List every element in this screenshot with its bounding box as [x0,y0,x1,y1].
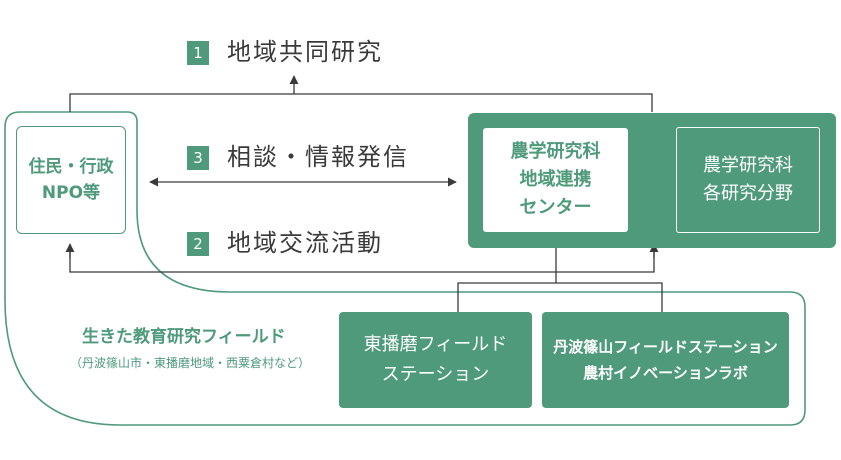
station1-line1: 東播磨フィールド [363,334,508,355]
flow-three-number: 3 [187,146,209,170]
field-area-subtitle: （丹波篠山市・東播磨地域・西粟倉村など） [70,356,311,370]
flow-one-label: 地域共同研究 [227,38,383,66]
flow-three-label: 相談・情報発信 [227,143,409,171]
station2-line2: 農村イノベーションラボ [583,364,748,382]
flow-one-bracket [69,93,653,112]
station1-line2: ステーション [381,364,490,385]
fields-line1: 農学研究科 [703,155,793,176]
residents-line1: 住民・行政 [28,157,114,177]
center-line1: 農学研究科 [510,141,601,162]
fields-line2: 各研究分野 [703,183,793,204]
residents-box: 住民・行政 NPO等 [16,126,126,234]
flow-one-number: 1 [187,41,209,65]
flow-two-number: 2 [187,232,209,256]
collaboration-center-box: 農学研究科 地域連携 センター [483,128,628,232]
flow-two-label: 地域交流活動 [227,229,383,257]
station2-line1: 丹波篠山フィールドステーション [553,338,778,356]
station-tambasasayama: 丹波篠山フィールドステーション 農村イノベーションラボ [542,312,789,408]
field-area-title: 生きた教育研究フィールド [82,327,286,347]
tree-branch [457,282,663,312]
outer-outline [4,111,806,426]
center-line3: センター [519,197,592,218]
residents-line2: NPO等 [41,183,101,203]
flow-two-bracket [69,250,655,273]
center-line2: 地域連携 [519,169,592,190]
station-higashiharima: 東播磨フィールド ステーション [339,312,532,408]
research-fields-box: 農学研究科 各研究分野 [676,127,820,233]
